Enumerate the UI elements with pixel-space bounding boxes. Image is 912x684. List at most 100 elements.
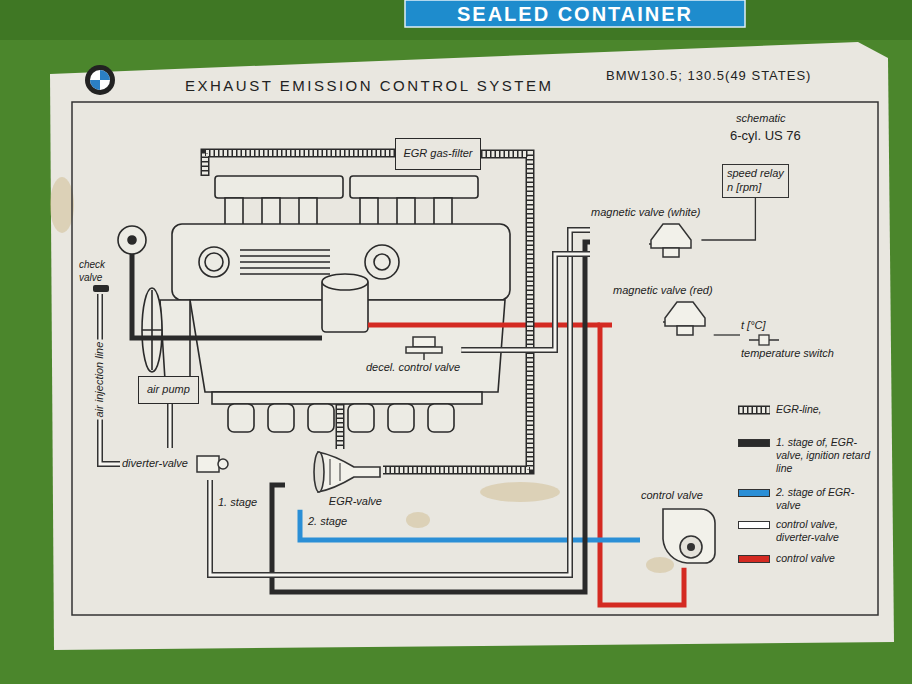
legend-egr-sample (738, 406, 770, 415)
engine-drawing (348, 404, 374, 432)
component-label: air pump (147, 383, 190, 397)
signal-wire (714, 334, 740, 335)
decel-valve-shape (366, 335, 460, 361)
bmw-logo (90, 80, 100, 90)
component-label: magnetic valve (white) (591, 206, 700, 220)
legend-swatch (738, 521, 770, 529)
legend-egr-sample (738, 410, 770, 411)
engine-drawing (360, 198, 378, 226)
stain (50, 177, 74, 233)
egr-pipe (336, 404, 345, 449)
legend-swatch (738, 555, 770, 563)
container-surface (0, 0, 912, 40)
legend-row: control valve (738, 552, 872, 565)
legend-text: control valve, diverter-valve (776, 518, 872, 544)
control-valve-symbol (687, 543, 695, 551)
control-valve: control valve (640, 488, 720, 568)
check-valve: check valve (78, 258, 124, 294)
diverter-valve-shape (194, 451, 230, 477)
engine-drawing (215, 176, 343, 198)
stain (50, 177, 674, 573)
egr-pipe (205, 153, 395, 176)
egr-valve-symbol (318, 452, 380, 492)
magnetic-valve: magnetic valve (white) (590, 205, 701, 261)
bmw-logo (90, 70, 110, 90)
egr-line (383, 154, 530, 470)
magnetic-valve-symbol (665, 302, 705, 326)
bmw-logo (85, 65, 115, 95)
air-hose (169, 404, 172, 448)
engine-drawing (428, 404, 454, 432)
magnetic-valve-shape (613, 298, 713, 338)
signal-wire (701, 198, 755, 241)
egr-valve-symbol (310, 449, 382, 495)
decel-valve-symbol (406, 347, 442, 353)
temperature-switch-symbol (749, 333, 779, 347)
model-label: BMW130.5; 130.5(49 STATES) (606, 68, 811, 84)
magnetic-valve: magnetic valve (red) (612, 283, 714, 339)
vacuum-line (461, 254, 590, 350)
legend-egr-sample (738, 407, 770, 413)
container-sign (405, 0, 745, 27)
diverter-valve-symbol (194, 451, 230, 477)
air-pump: air pump (138, 376, 199, 404)
vacuum-line (461, 254, 590, 350)
stain (480, 482, 560, 502)
engine-drawing (172, 224, 510, 300)
legend-row: control valve, diverter-valve (738, 518, 872, 544)
engine-drawing (434, 198, 452, 226)
engine-drawing (262, 198, 280, 226)
component-label: temperature switch (741, 347, 834, 361)
engine-drawing (228, 404, 254, 432)
magnetic-valve-symbol (649, 220, 697, 260)
egr-pipe (205, 153, 395, 449)
control-line (600, 325, 684, 605)
legend-swatch (738, 489, 770, 497)
first-stage-line (272, 242, 590, 592)
stage-label: 1. stage (218, 496, 257, 509)
legend-text: 2. stage of EGR-valve (776, 486, 872, 512)
control-line (600, 325, 684, 605)
legend-row: 2. stage of EGR-valve (738, 486, 872, 512)
engine-drawing (388, 404, 414, 432)
bmw-logo (85, 65, 115, 95)
air-hose (170, 404, 171, 448)
control-valve-symbol (655, 503, 719, 567)
check-valve-shape (79, 284, 123, 293)
legend-swatch (738, 439, 770, 447)
component-label: control valve (641, 489, 719, 503)
signal-wire (714, 335, 740, 336)
egr-pipe (205, 153, 395, 176)
distributor (118, 226, 146, 254)
legend-row: EGR-line, (738, 403, 872, 416)
egr-line (383, 154, 530, 470)
engine-drawing (322, 274, 368, 290)
legend-egr-sample (738, 407, 770, 413)
filter-box: EGR gas-filter (395, 138, 481, 170)
stain (646, 557, 674, 573)
magnetic-valve-symbol (651, 224, 691, 248)
legend-row: 1. stage of, EGR-valve, ignition retard … (738, 436, 872, 475)
engine-drawing (350, 176, 478, 198)
engine-drawing (308, 404, 334, 432)
engine-drawing (240, 250, 330, 274)
stain (406, 512, 430, 528)
egr-valve-shape (286, 449, 382, 495)
second-stage-line (300, 510, 640, 540)
component-label: check valve (79, 259, 123, 284)
diverter-line (210, 230, 590, 575)
magnetic-valve-symbol (663, 248, 679, 257)
egr-valve: EGR-valve (285, 448, 383, 510)
first-stage-line (272, 242, 590, 592)
temperature-switch-symbol (749, 339, 779, 340)
legend-text: EGR-line, (776, 403, 872, 416)
diverter-line (210, 230, 590, 575)
magnetic-valve-symbol (663, 321, 665, 323)
frame-border (72, 102, 878, 615)
egr-pipe (337, 404, 343, 449)
diverter-valve: diverter-valve (120, 448, 232, 480)
temperature-switch-shape (741, 333, 834, 347)
